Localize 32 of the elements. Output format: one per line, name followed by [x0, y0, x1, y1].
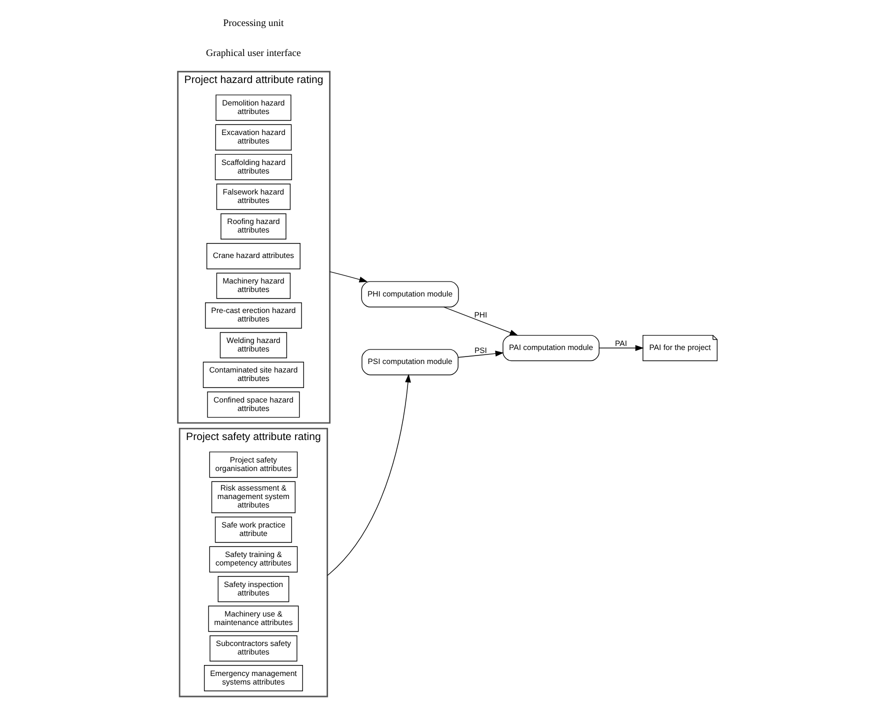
node-box: PSI computation module [361, 349, 458, 376]
node-box: Risk assessment & management system attributes [210, 481, 296, 514]
node-box: Falsework hazard attributes [216, 184, 290, 210]
node-box: Subcontractors safety attributes [209, 635, 297, 662]
node-box: Contaminated site hazard attributes [202, 362, 304, 388]
node-box: Roofing hazard attributes [220, 213, 286, 240]
arrow [598, 345, 644, 351]
node-box: Welding hazard attributes [219, 332, 287, 358]
node-box: Scaffolding hazard attributes [214, 154, 292, 180]
edge-label: PHI [474, 310, 487, 320]
node-box: Safe work practice attribute [214, 516, 292, 543]
arrow [442, 306, 518, 336]
node-box: Safety training & competency attributes [208, 546, 298, 572]
node-box: Crane hazard attributes [206, 243, 300, 270]
node-box: Confined space hazard attributes [206, 392, 300, 418]
node-box: Emergency management systems attributes [203, 665, 302, 692]
label: Processing unit [222, 18, 284, 30]
node-box: Pre-cast erection hazard attributes [204, 302, 302, 329]
label: Graphical user interface [206, 48, 300, 59]
node-box: Excavation hazard attributes [214, 124, 292, 150]
node-box: Machinery hazard attributes [216, 272, 290, 299]
arrow [326, 374, 410, 576]
arrow [457, 350, 504, 358]
edge-label: PAI [614, 338, 627, 348]
node-box: PHI computation module [360, 281, 458, 308]
node-box: Demolition hazard attributes [215, 94, 291, 121]
edge-label: PSI [474, 346, 486, 355]
arrow [328, 271, 368, 282]
node-box: Safety inspection attributes [217, 576, 289, 602]
node-box: Project safety organisation attributes [208, 452, 298, 478]
node-box: Machinery use & maintenance attributes [208, 606, 298, 632]
node-box: PAI computation module [502, 334, 599, 362]
